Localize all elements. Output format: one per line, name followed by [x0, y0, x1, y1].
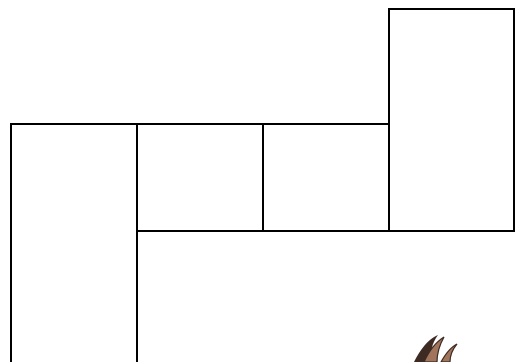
box-net-figure	[0, 0, 516, 362]
background	[0, 0, 516, 362]
